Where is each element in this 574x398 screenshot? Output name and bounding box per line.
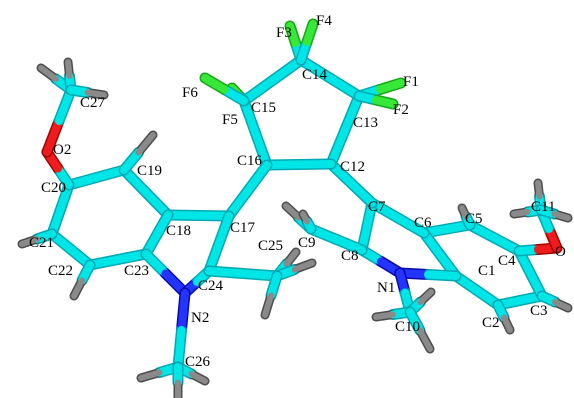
bond-c24-c25-a: [205, 267, 247, 278]
atom-label-c8: C8: [341, 248, 359, 264]
atom-label-f2: F2: [393, 102, 409, 118]
atom-label-c16: C16: [237, 153, 263, 169]
bond-c24-c17-b: [215, 212, 233, 248]
atom-label-c4: C4: [498, 253, 516, 269]
bond-c26-h26a-b: [138, 369, 163, 381]
bond-c27-h27c-b: [84, 89, 107, 98]
bond-c27-h27b-b: [65, 59, 73, 79]
bond-c13-f1-b: [376, 79, 405, 94]
bond-c25-h25a-b: [283, 249, 299, 267]
bond-c10-h10a-b: [417, 289, 434, 305]
bond-c11-h11c-b: [551, 211, 571, 221]
atom-label-c6: C6: [414, 215, 432, 231]
bond-o2-c27-b: [55, 86, 75, 125]
atom-label-o2: O2: [53, 142, 71, 158]
bond-o2-c27-a: [43, 117, 63, 156]
atom-label-c26: C26: [185, 354, 211, 370]
atom-label-c22: C22: [48, 263, 73, 279]
bond-c14-f4-b: [303, 20, 317, 46]
bond-c2-h2-b: [501, 314, 513, 333]
bond-c14-c15-a: [268, 56, 305, 85]
atom-label-n2: N2: [191, 310, 209, 326]
bond-c12-c13-b: [341, 92, 363, 134]
bond-c3-h3-b: [552, 299, 571, 311]
bond-c22-h22-b: [71, 277, 85, 299]
bond-c7-c12-a: [347, 179, 376, 207]
atom-label-c14: C14: [302, 67, 328, 83]
atom-label-c2: C2: [482, 315, 500, 331]
atom-label-f3: F3: [276, 25, 292, 41]
bond-c19-h19-b: [135, 132, 156, 156]
bond-c10-h10c-b: [417, 327, 433, 352]
bond-c24-c25-b: [239, 269, 281, 280]
bond-c14-c15-b: [240, 76, 277, 105]
atom-label-n1: N1: [377, 280, 395, 296]
atom-label-f1: F1: [403, 74, 419, 90]
atom-label-o1: O: [555, 244, 566, 260]
bond-c9-h9b-b: [300, 211, 310, 225]
bond-n2-c26-a: [177, 289, 189, 334]
atom-label-c1: C1: [478, 263, 496, 279]
bond-c16-c12-b: [295, 160, 335, 169]
atom-label-c18: C18: [166, 223, 191, 239]
bond-c6-c7-a: [394, 214, 428, 237]
atom-label-c10: C10: [395, 319, 420, 335]
atom-label-c13: C13: [353, 115, 378, 131]
bond-c16-c17-a: [244, 161, 271, 195]
bond-c21-h21-b: [19, 236, 40, 247]
bond-n2-c26-b: [174, 326, 186, 371]
bond-c11-h11b-b: [511, 209, 531, 217]
bond-c10-h10c-a: [406, 308, 424, 335]
bond-c9-h9a-b: [283, 203, 302, 221]
atom-label-f5: F5: [222, 112, 238, 128]
bond-c11-h11a-b: [535, 180, 543, 200]
atom-label-c3: C3: [530, 303, 548, 319]
atom-label-c23: C23: [124, 263, 149, 279]
atom-label-f6: F6: [182, 85, 198, 101]
atom-label-c24: C24: [198, 278, 224, 294]
bond-c13-c14-b: [297, 56, 334, 82]
bond-c23-n2-a: [142, 250, 170, 278]
bond-c19-h19-a: [120, 148, 143, 174]
bond-c10-h10b-b: [373, 311, 396, 320]
atom-label-c7: C7: [368, 199, 386, 215]
atom-label-c5: C5: [465, 211, 483, 227]
atom-label-c21: C21: [29, 235, 54, 251]
bond-c15-f6-b: [201, 74, 229, 94]
atom-label-c11: C11: [531, 199, 555, 215]
atom-label-c15: C15: [251, 100, 276, 116]
atom-label-c19: C19: [137, 163, 162, 179]
bond-c12-c13-a: [327, 126, 349, 168]
atom-label-c25: C25: [258, 238, 283, 254]
atom-label-c12: C12: [340, 159, 365, 175]
bond-c13-c14-a: [326, 74, 363, 100]
atom-label-f4: F4: [316, 13, 332, 29]
bond-c14-f3-b: [286, 22, 300, 47]
bond-c25-h25c-a: [267, 272, 281, 300]
bond-c15-c16-b: [251, 129, 271, 169]
bond-n1-c1-b: [424, 270, 460, 280]
bond-c8-c9-a: [332, 235, 366, 254]
bond-c15-c16-a: [240, 97, 260, 137]
atom-label-c20: C20: [41, 180, 66, 196]
bond-c5-h5-b: [459, 205, 469, 220]
bond-c25-h25b-b: [291, 260, 315, 273]
bond-c25-h25c-b: [262, 292, 274, 318]
bond-c13-f2-b: [372, 96, 397, 108]
bond-c23-c18-b: [153, 211, 172, 239]
atom-label-c17: C17: [230, 220, 256, 236]
bond-c26-h26b-b: [188, 371, 208, 384]
atom-label-c9: C9: [298, 235, 316, 251]
atom-label-c27: C27: [80, 95, 106, 111]
bond-c27-h27a-b: [38, 65, 59, 82]
